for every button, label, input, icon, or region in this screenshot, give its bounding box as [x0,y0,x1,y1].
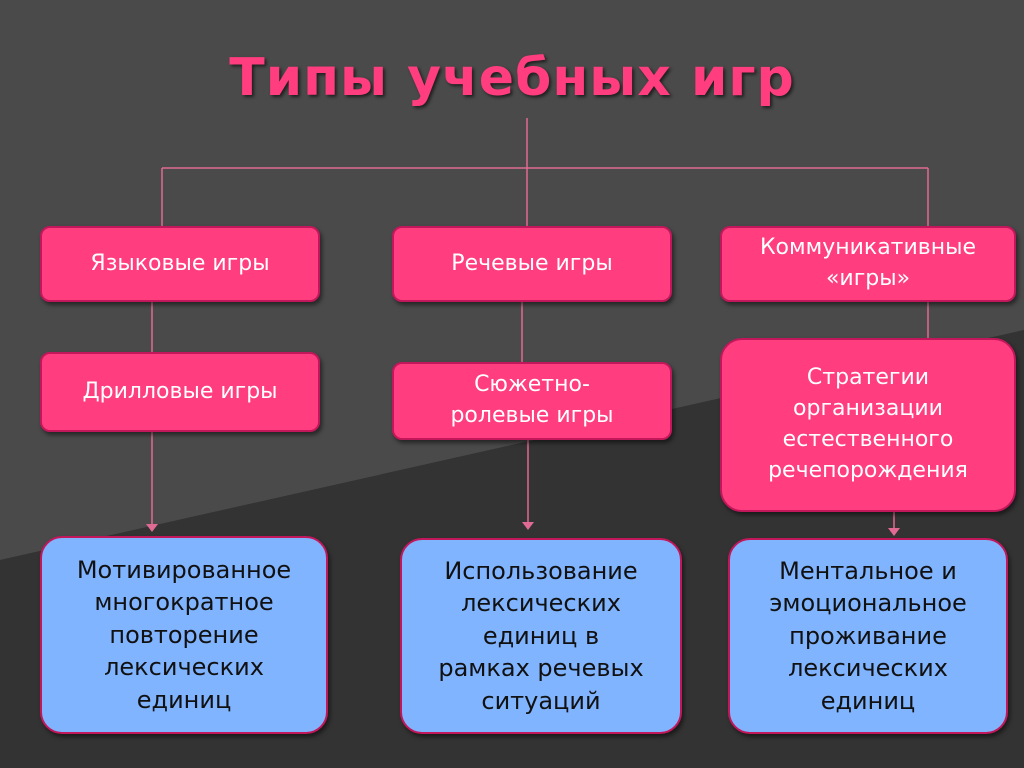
category-label: Коммуникативные «игры» [759,235,977,291]
description-text: Мотивированное многократное повторение л… [76,556,292,714]
subtype-label: Стратегии организации естественного рече… [768,365,968,483]
category-label: Речевые игры [451,250,613,276]
subtype-box-role-play-games[interactable]: Сюжетно- ролевые игры [392,362,672,440]
category-box-speech-games[interactable]: Речевые игры [392,226,672,302]
category-box-communicative-games[interactable]: Коммуникативные «игры» [720,226,1016,302]
page-title: Типы учебных игр [229,48,795,108]
subtype-box-drill-games[interactable]: Дрилловые игры [40,352,320,432]
description-box-repetition[interactable]: Мотивированное многократное повторение л… [40,536,328,734]
description-box-mental-emotional[interactable]: Ментальное и эмоциональное проживание ле… [728,538,1008,734]
category-label: Языковые игры [90,250,270,276]
description-box-speech-situations[interactable]: Использование лексических единиц в рамка… [400,538,682,734]
subtype-label: Сюжетно- ролевые игры [450,372,614,428]
subtype-box-speech-strategies[interactable]: Стратегии организации естественного рече… [720,338,1016,512]
category-box-language-games[interactable]: Языковые игры [40,226,320,302]
subtype-label: Дрилловые игры [82,378,278,404]
description-text: Использование лексических единиц в рамка… [438,557,644,715]
description-text: Ментальное и эмоциональное проживание ле… [769,557,967,715]
